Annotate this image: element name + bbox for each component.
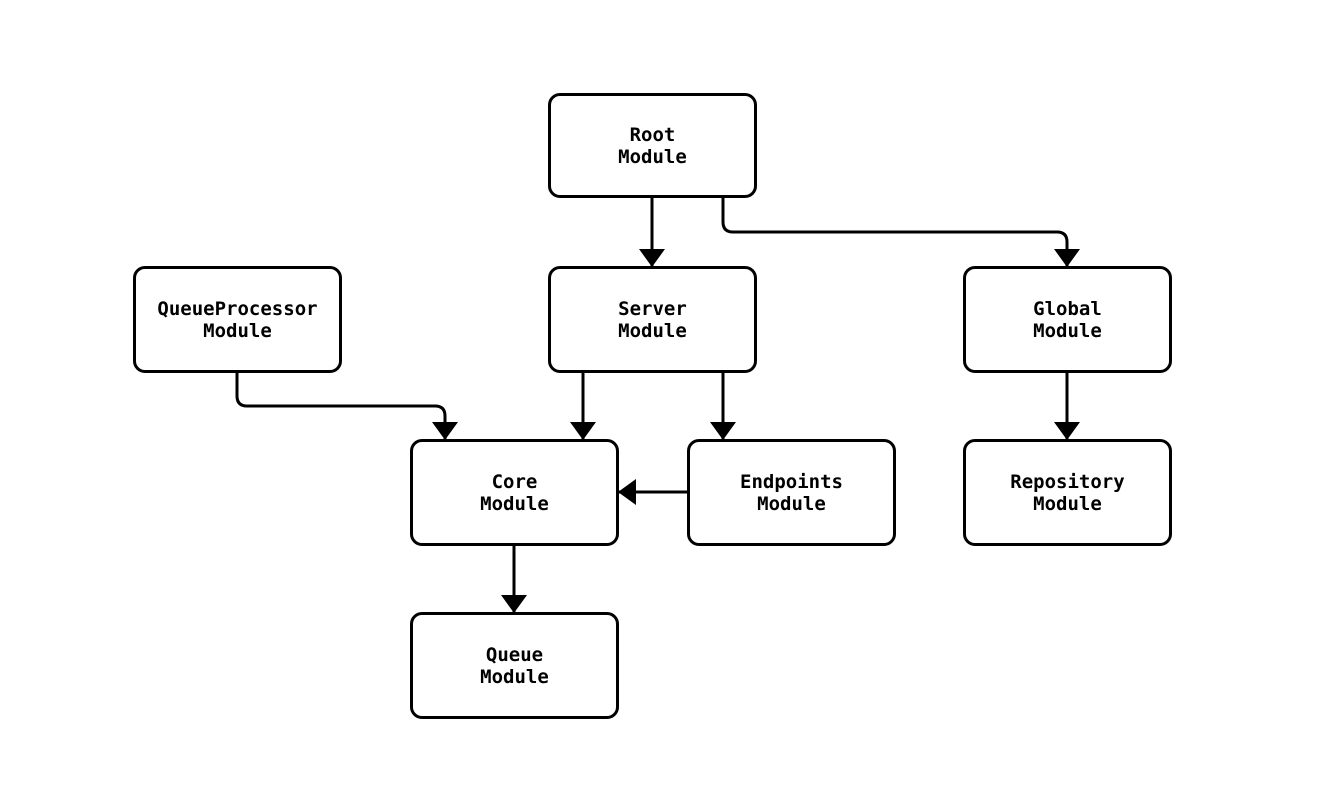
node-label-line: Repository: [1010, 470, 1125, 493]
node-label-line: Root: [629, 123, 676, 146]
node-label-line: Module: [1033, 319, 1102, 342]
node-label-line: QueueProcessor: [157, 297, 318, 320]
node-label-line: Module: [480, 665, 549, 688]
node-label-line: Core: [491, 470, 538, 493]
node-label-line: Module: [618, 145, 687, 168]
node-label-line: Module: [618, 319, 687, 342]
edge-root-to-global: [721, 198, 1080, 267]
node-label-line: Queue: [485, 643, 544, 666]
node-label-line: Module: [203, 319, 272, 342]
edge-queueprocessor-to-core: [235, 373, 458, 440]
node-label-line: Global: [1033, 297, 1102, 320]
node-label-line: Module: [480, 492, 549, 515]
node-label-line: Server: [618, 297, 687, 320]
node-label-line: Module: [757, 492, 826, 515]
node-label-line: Endpoints: [740, 470, 843, 493]
node-label-line: Module: [1033, 492, 1102, 515]
